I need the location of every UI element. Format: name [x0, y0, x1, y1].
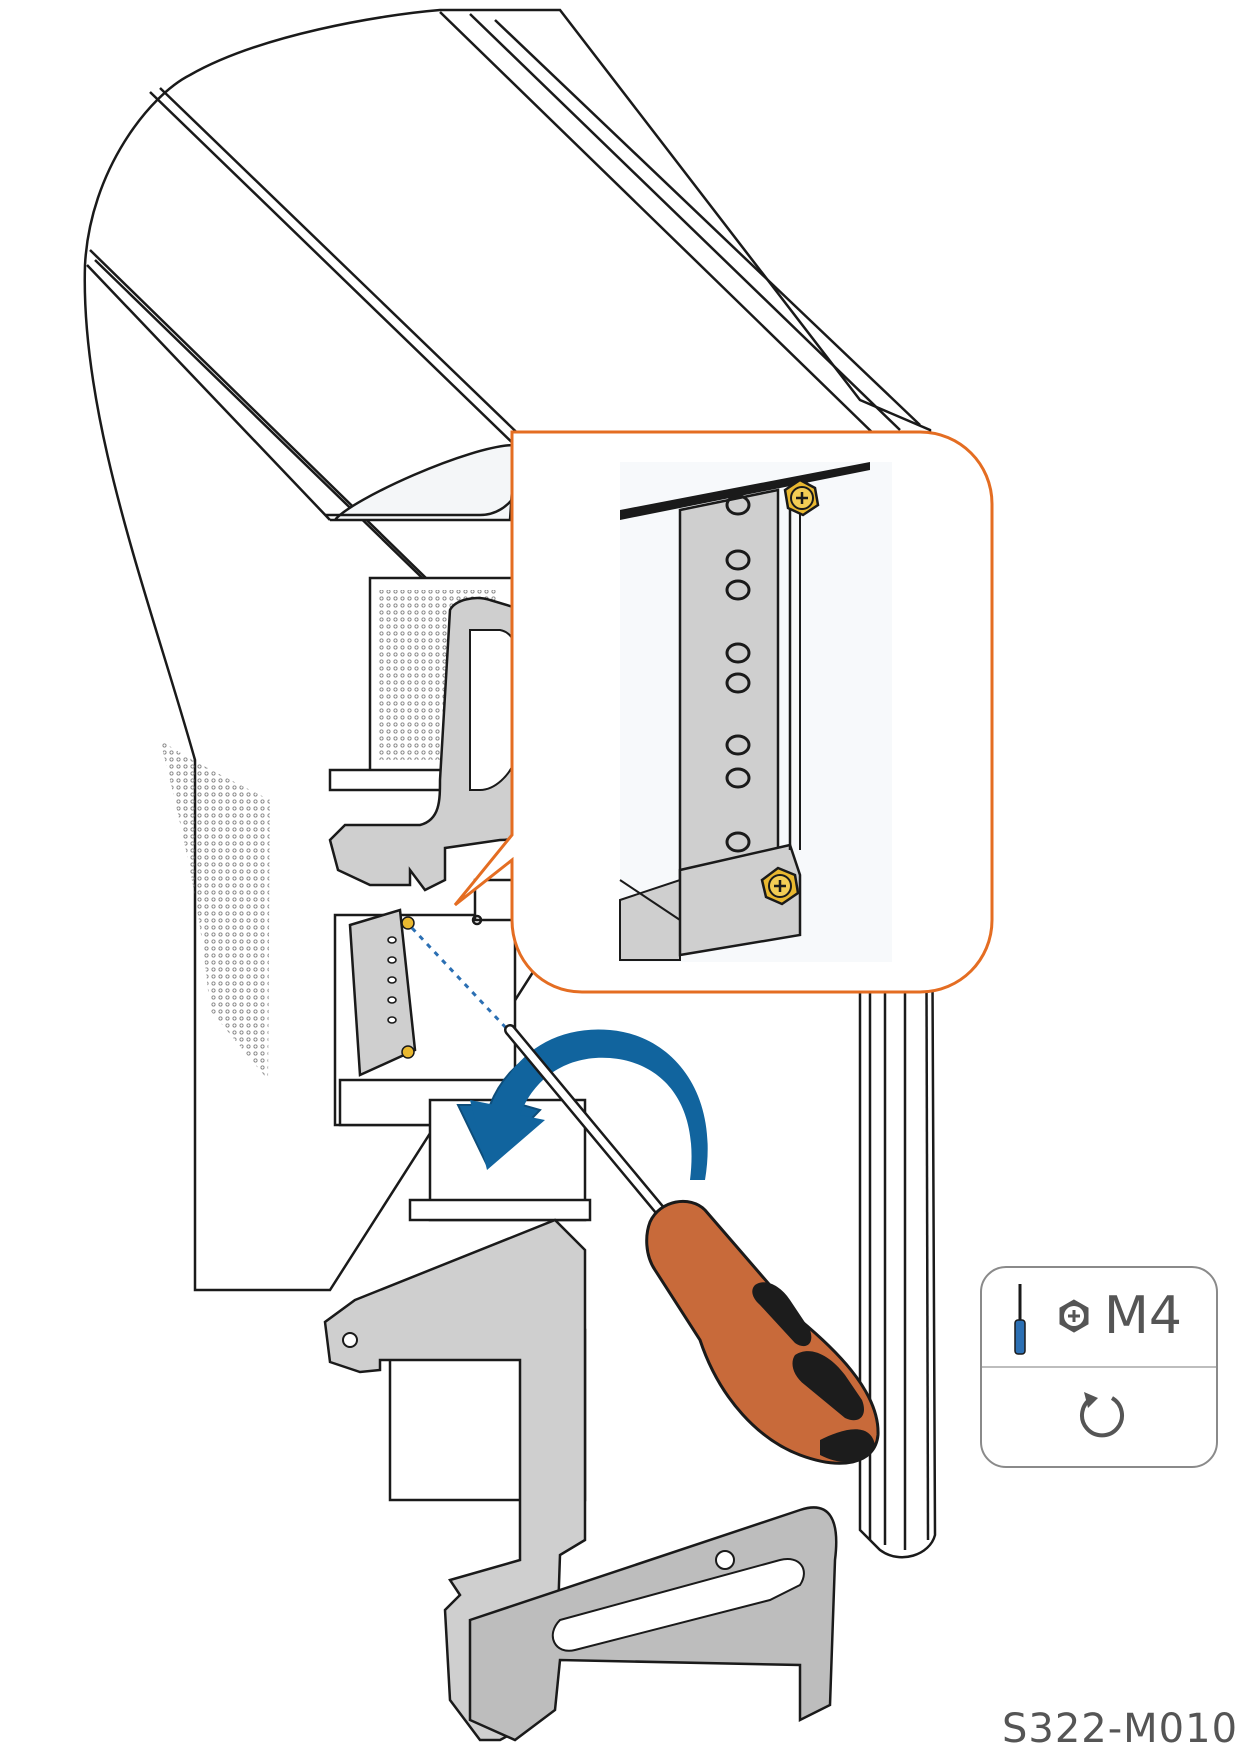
- small-bracket-holes: [387, 936, 397, 1024]
- hex-screw-top: [783, 478, 820, 517]
- screw-size-label: M4: [1104, 1286, 1182, 1346]
- handle-grip-2: [792, 1351, 865, 1421]
- handle-grip-1: [752, 1282, 812, 1347]
- upper-handle-inner: [469, 629, 516, 791]
- bracket-holes: [725, 494, 751, 853]
- figure-code: S322-M010: [1002, 1706, 1239, 1752]
- screw-detail-callout: [453, 430, 994, 994]
- tool-box-divider: [982, 1366, 1216, 1368]
- screwdriver-icon: [1014, 1284, 1026, 1355]
- small-screw-top: [401, 916, 415, 930]
- side-vent: [160, 740, 270, 1080]
- middle-module: [333, 878, 517, 1127]
- screwdriver: [504, 1024, 880, 1465]
- tool-spec-box: M4: [980, 1266, 1218, 1468]
- foot-slot: [551, 1558, 805, 1652]
- bracket-hole: [342, 1332, 358, 1348]
- counterclockwise-arrow-body: [470, 1029, 708, 1180]
- screwdriver-handle: [645, 1200, 880, 1465]
- small-screw-bottom: [401, 1045, 415, 1059]
- handle-end: [820, 1429, 875, 1463]
- hex-screw-bottom: [760, 866, 800, 906]
- foot-hole: [715, 1550, 735, 1570]
- guide-line: [410, 926, 510, 1032]
- counterclockwise-rotate-icon: [1080, 1392, 1124, 1438]
- phillips-screw-head-icon: [1059, 1299, 1089, 1333]
